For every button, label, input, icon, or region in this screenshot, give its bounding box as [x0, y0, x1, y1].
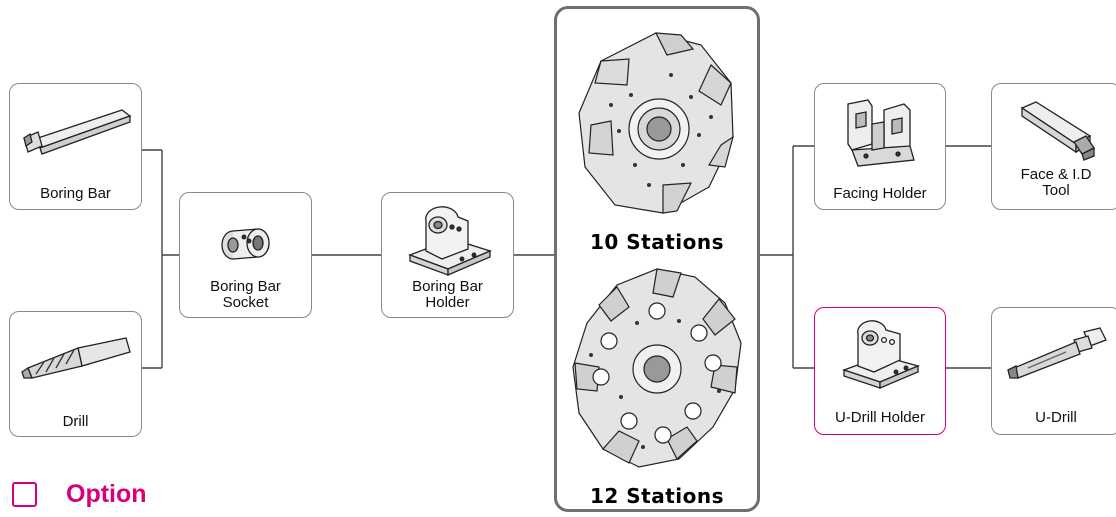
boring-bar-socket-label: Boring Bar Socket [210, 278, 281, 311]
face-id-tool-icon [1020, 101, 1095, 161]
u-drill-holder-icon [842, 320, 920, 389]
facing-holder-node[interactable]: Facing Holder [814, 83, 946, 210]
facing-holder-label: Facing Holder [833, 185, 927, 202]
face-id-tool-label: Face & I.D Tool [1020, 166, 1092, 199]
turret-10-stations-label: 10 Stations [589, 230, 725, 254]
drill-label: Drill [62, 413, 89, 430]
boring-bar-holder-icon [407, 206, 492, 276]
boring-bar-icon [22, 109, 131, 155]
u-drill-holder-label: U-Drill Holder [834, 409, 925, 426]
drill-icon [20, 337, 131, 379]
boring-bar-node[interactable]: Boring Bar [9, 83, 142, 210]
option-legend-swatch [12, 482, 37, 507]
turret-panel[interactable]: 10 Stations 12 Stations [554, 6, 760, 512]
u-drill-holder-node[interactable]: U-Drill Holder [814, 307, 946, 435]
facing-holder-icon [847, 99, 915, 167]
u-drill-icon [1007, 327, 1107, 379]
boring-bar-socket-icon [220, 228, 270, 260]
drill-node[interactable]: Drill [9, 311, 142, 437]
boring-bar-holder-node[interactable]: Boring Bar Holder [381, 192, 514, 318]
u-drill-node[interactable]: U-Drill [991, 307, 1116, 435]
boring-bar-socket-node[interactable]: Boring Bar Socket [179, 192, 312, 318]
turret-10-icon [578, 32, 734, 214]
face-id-tool-node[interactable]: Face & I.D Tool [991, 83, 1116, 210]
turret-12-stations-label: 12 Stations [589, 484, 725, 508]
boring-bar-holder-label: Boring Bar Holder [412, 278, 483, 311]
option-legend-label: Option [66, 480, 147, 508]
u-drill-label: U-Drill [1035, 409, 1077, 426]
turret-12-icon [572, 268, 742, 468]
boring-bar-label: Boring Bar [40, 185, 111, 202]
